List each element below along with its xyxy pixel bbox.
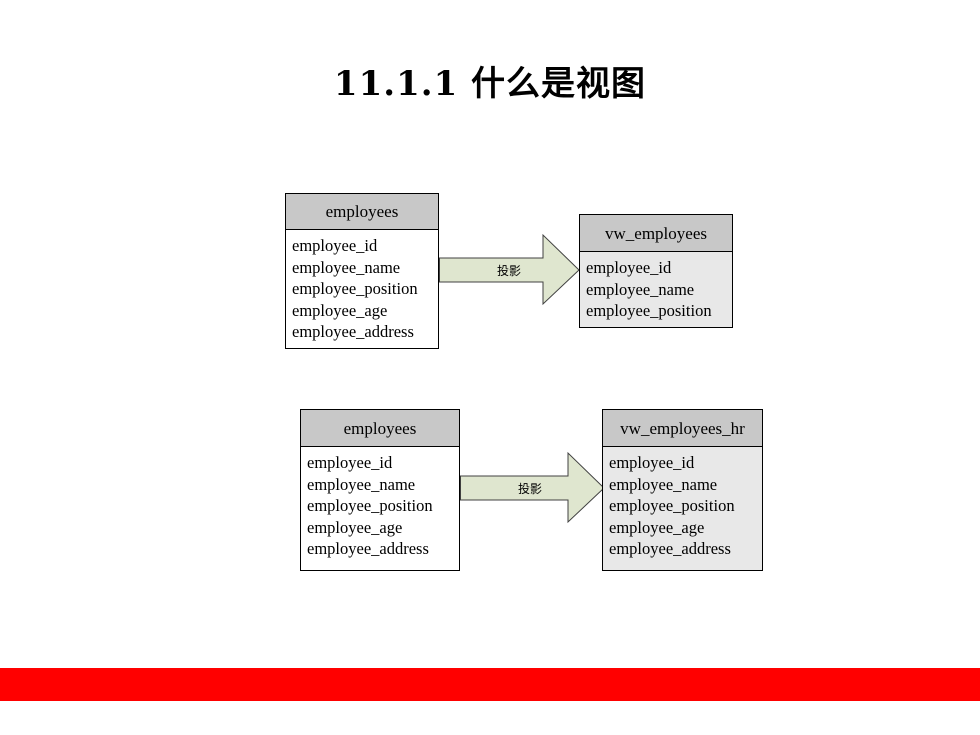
column-name: employee_age [292, 300, 388, 320]
view-table-1: vw_employees employee_id employee_name e… [579, 214, 733, 328]
column-name: employee_name [586, 279, 695, 299]
column-name: employee_age [609, 517, 705, 537]
column-name: employee_id [307, 453, 393, 472]
source-table-2: employees employee_id employee_name empl… [300, 409, 460, 571]
column-name: employee_age [307, 517, 403, 537]
column-name: employee_address [609, 539, 731, 558]
column-name: employee_position [586, 301, 712, 320]
slide-title: 11.1.1 什么是视图 [333, 64, 647, 104]
source-table-2-header: employees [301, 410, 459, 447]
column-name: employee_name [609, 474, 718, 494]
view-table-1-header: vw_employees [580, 215, 732, 252]
footer-red-bar [0, 668, 980, 701]
column-name: employee_id [609, 453, 695, 472]
projection-arrow-2 [460, 451, 605, 524]
column-name: employee_position [307, 496, 433, 515]
source-table-1-name: employees [325, 202, 399, 221]
source-table-2-name: employees [343, 419, 417, 438]
column-name: employee_id [292, 236, 378, 255]
view-table-1-name: vw_employees [605, 224, 707, 243]
column-name: employee_address [292, 322, 414, 341]
view-table-2-name: vw_employees_hr [620, 419, 745, 438]
projection-arrow-1-label: 投影 [497, 264, 522, 278]
column-name: employee_name [307, 474, 416, 494]
view-table-1-columns: employee_id employee_name employee_posit… [580, 252, 732, 322]
projection-arrow-1 [439, 233, 580, 306]
source-table-1-header: employees [286, 194, 438, 230]
source-table-1: employees employee_id employee_name empl… [285, 193, 439, 349]
column-name: employee_position [292, 279, 418, 298]
column-name: employee_id [586, 258, 672, 277]
projection-arrow-2-label: 投影 [518, 482, 543, 496]
source-table-2-columns: employee_id employee_name employee_posit… [301, 447, 459, 560]
column-name: employee_position [609, 496, 735, 515]
view-table-2: vw_employees_hr employee_id employee_nam… [602, 409, 763, 571]
source-table-1-columns: employee_id employee_name employee_posit… [286, 230, 438, 343]
column-name: employee_address [307, 539, 429, 558]
projection-arrow-1-shape [439, 233, 580, 306]
view-table-2-columns: employee_id employee_name employee_posit… [603, 447, 762, 560]
view-table-2-header: vw_employees_hr [603, 410, 762, 447]
column-name: employee_name [292, 257, 401, 277]
projection-arrow-2-shape [460, 451, 605, 524]
